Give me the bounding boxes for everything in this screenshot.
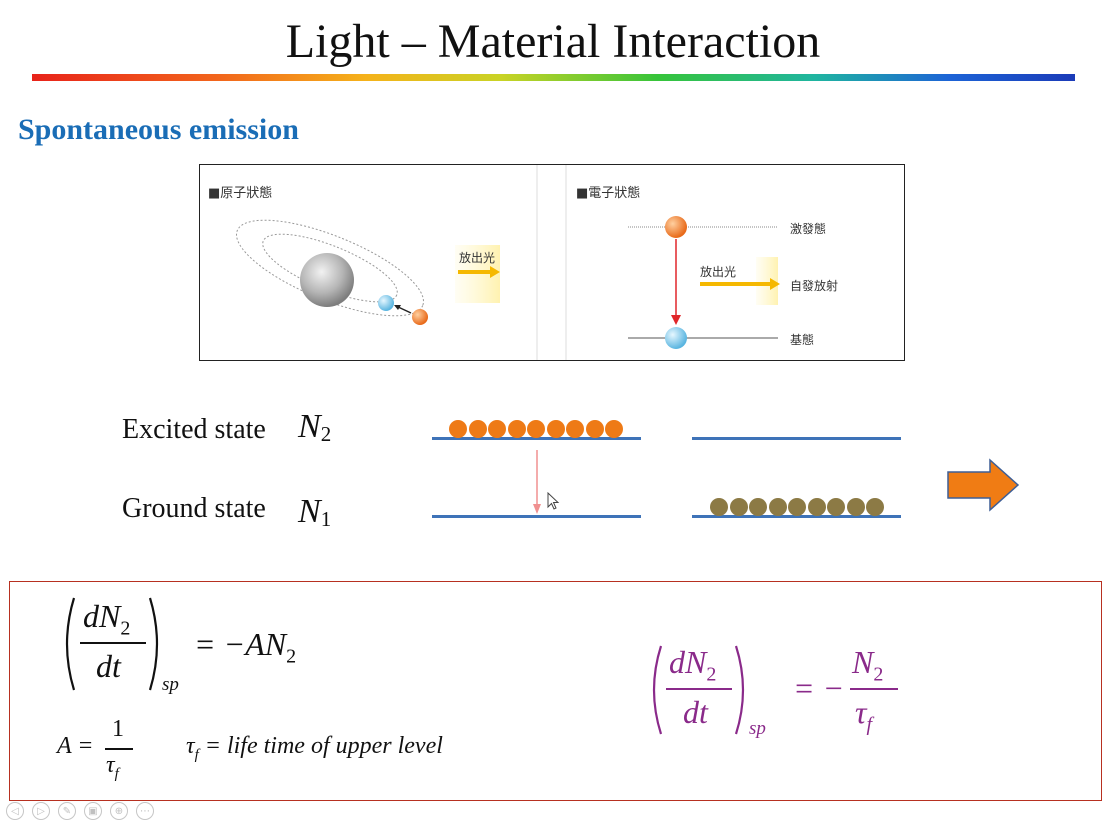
excited-atom-dot [507,420,526,438]
formula-box: dN2 dt sp = −AN2 A = 1 τf τf = life time… [9,581,1102,801]
fraction-bar [80,642,146,644]
excited-atom-dot [527,420,545,438]
atom-panel-label: ■原子狀態 [208,186,273,201]
ground-state-label: Ground state [122,493,266,524]
more-icon[interactable]: ⋯ [136,802,154,820]
excited-atom-dot [585,420,604,438]
purple-right-paren [734,645,745,735]
excited-atom-dot [546,420,565,438]
next-icon[interactable]: ▷ [32,802,50,820]
purple-equals-minus: = − [793,670,845,706]
emit-label-jp: 放出光 [700,265,737,279]
excited-level-after [692,437,901,440]
left-paren [65,597,76,691]
illustration-graphic [236,165,780,360]
tau-f-definition: τf = life time of upper level [186,733,443,763]
tau-f-denominator: τf [106,752,119,782]
ground-atom-dot [749,498,767,516]
excited-atom-dot [566,420,584,438]
ground-level-after [692,515,901,518]
section-heading: Spontaneous emission [18,113,299,146]
ground-atom-dot [788,498,806,516]
next-arrow-icon[interactable] [946,458,1022,514]
ground-atom-dot [827,498,845,516]
ground-state-label-jp: 基態 [790,333,815,347]
excited-atom-dot [605,420,623,438]
sp-subscript: sp [162,674,179,695]
ground-atom-dot [710,498,728,516]
excited-atom-dot [488,420,506,438]
dt-denominator: dt [96,648,121,684]
mouse-cursor-icon [547,492,560,510]
right-paren [148,597,159,691]
purple-fraction-bar-2 [850,688,898,690]
dn2-numerator: dN2 [83,598,131,640]
rhs-neg-an2: = −AN2 [194,626,297,668]
purple-fraction-bar [666,688,732,690]
atom-emit-label: 放出光 [459,251,496,265]
zoom-icon[interactable]: ⊕ [110,802,128,820]
purple-left-paren [652,645,663,735]
title-underline [32,74,1075,81]
excited-level-before [432,437,641,440]
ground-level-before [432,515,641,518]
excited-atom-dot [468,420,487,438]
ground-atom-dot [866,498,884,516]
decay-arrow [533,450,541,514]
electron-panel-label: ■電子狀態 [576,186,641,201]
a-equals: A = [57,733,94,759]
n1-symbol: N1 [298,493,332,532]
one-numerator: 1 [112,716,124,742]
excited-state-label: Excited state [122,414,266,445]
excited-state-label-jp: 激發態 [790,222,827,236]
presentation-toolbar: ◁ ▷ ✎ ▣ ⊕ ⋯ [6,802,154,824]
ground-atom-dot [846,498,865,516]
fraction-bar-a [105,748,133,750]
emission-illustration: ■原子狀態 放出光 ■電子狀態 激發態 放出光 自發放射 基態 [199,164,905,361]
ground-atom-dot [768,498,787,516]
purple-dn2: dN2 [669,644,717,686]
ground-atom-dot [807,498,826,516]
slide-title: Light – Material Interaction [285,15,821,68]
ground-population [710,498,890,516]
purple-n2: N2 [852,644,884,686]
ground-atom-dot [729,498,748,516]
excited-population [449,420,629,438]
purple-tau-f: τf [855,694,873,736]
n2-symbol: N2 [298,408,332,447]
prev-icon[interactable]: ◁ [6,802,24,820]
excited-atom-dot [449,420,467,438]
purple-sp: sp [749,718,766,739]
pen-icon[interactable]: ✎ [58,802,76,820]
spontaneous-emission-label-jp: 自發放射 [790,279,839,293]
purple-dt: dt [683,694,708,730]
slides-icon[interactable]: ▣ [84,802,102,820]
